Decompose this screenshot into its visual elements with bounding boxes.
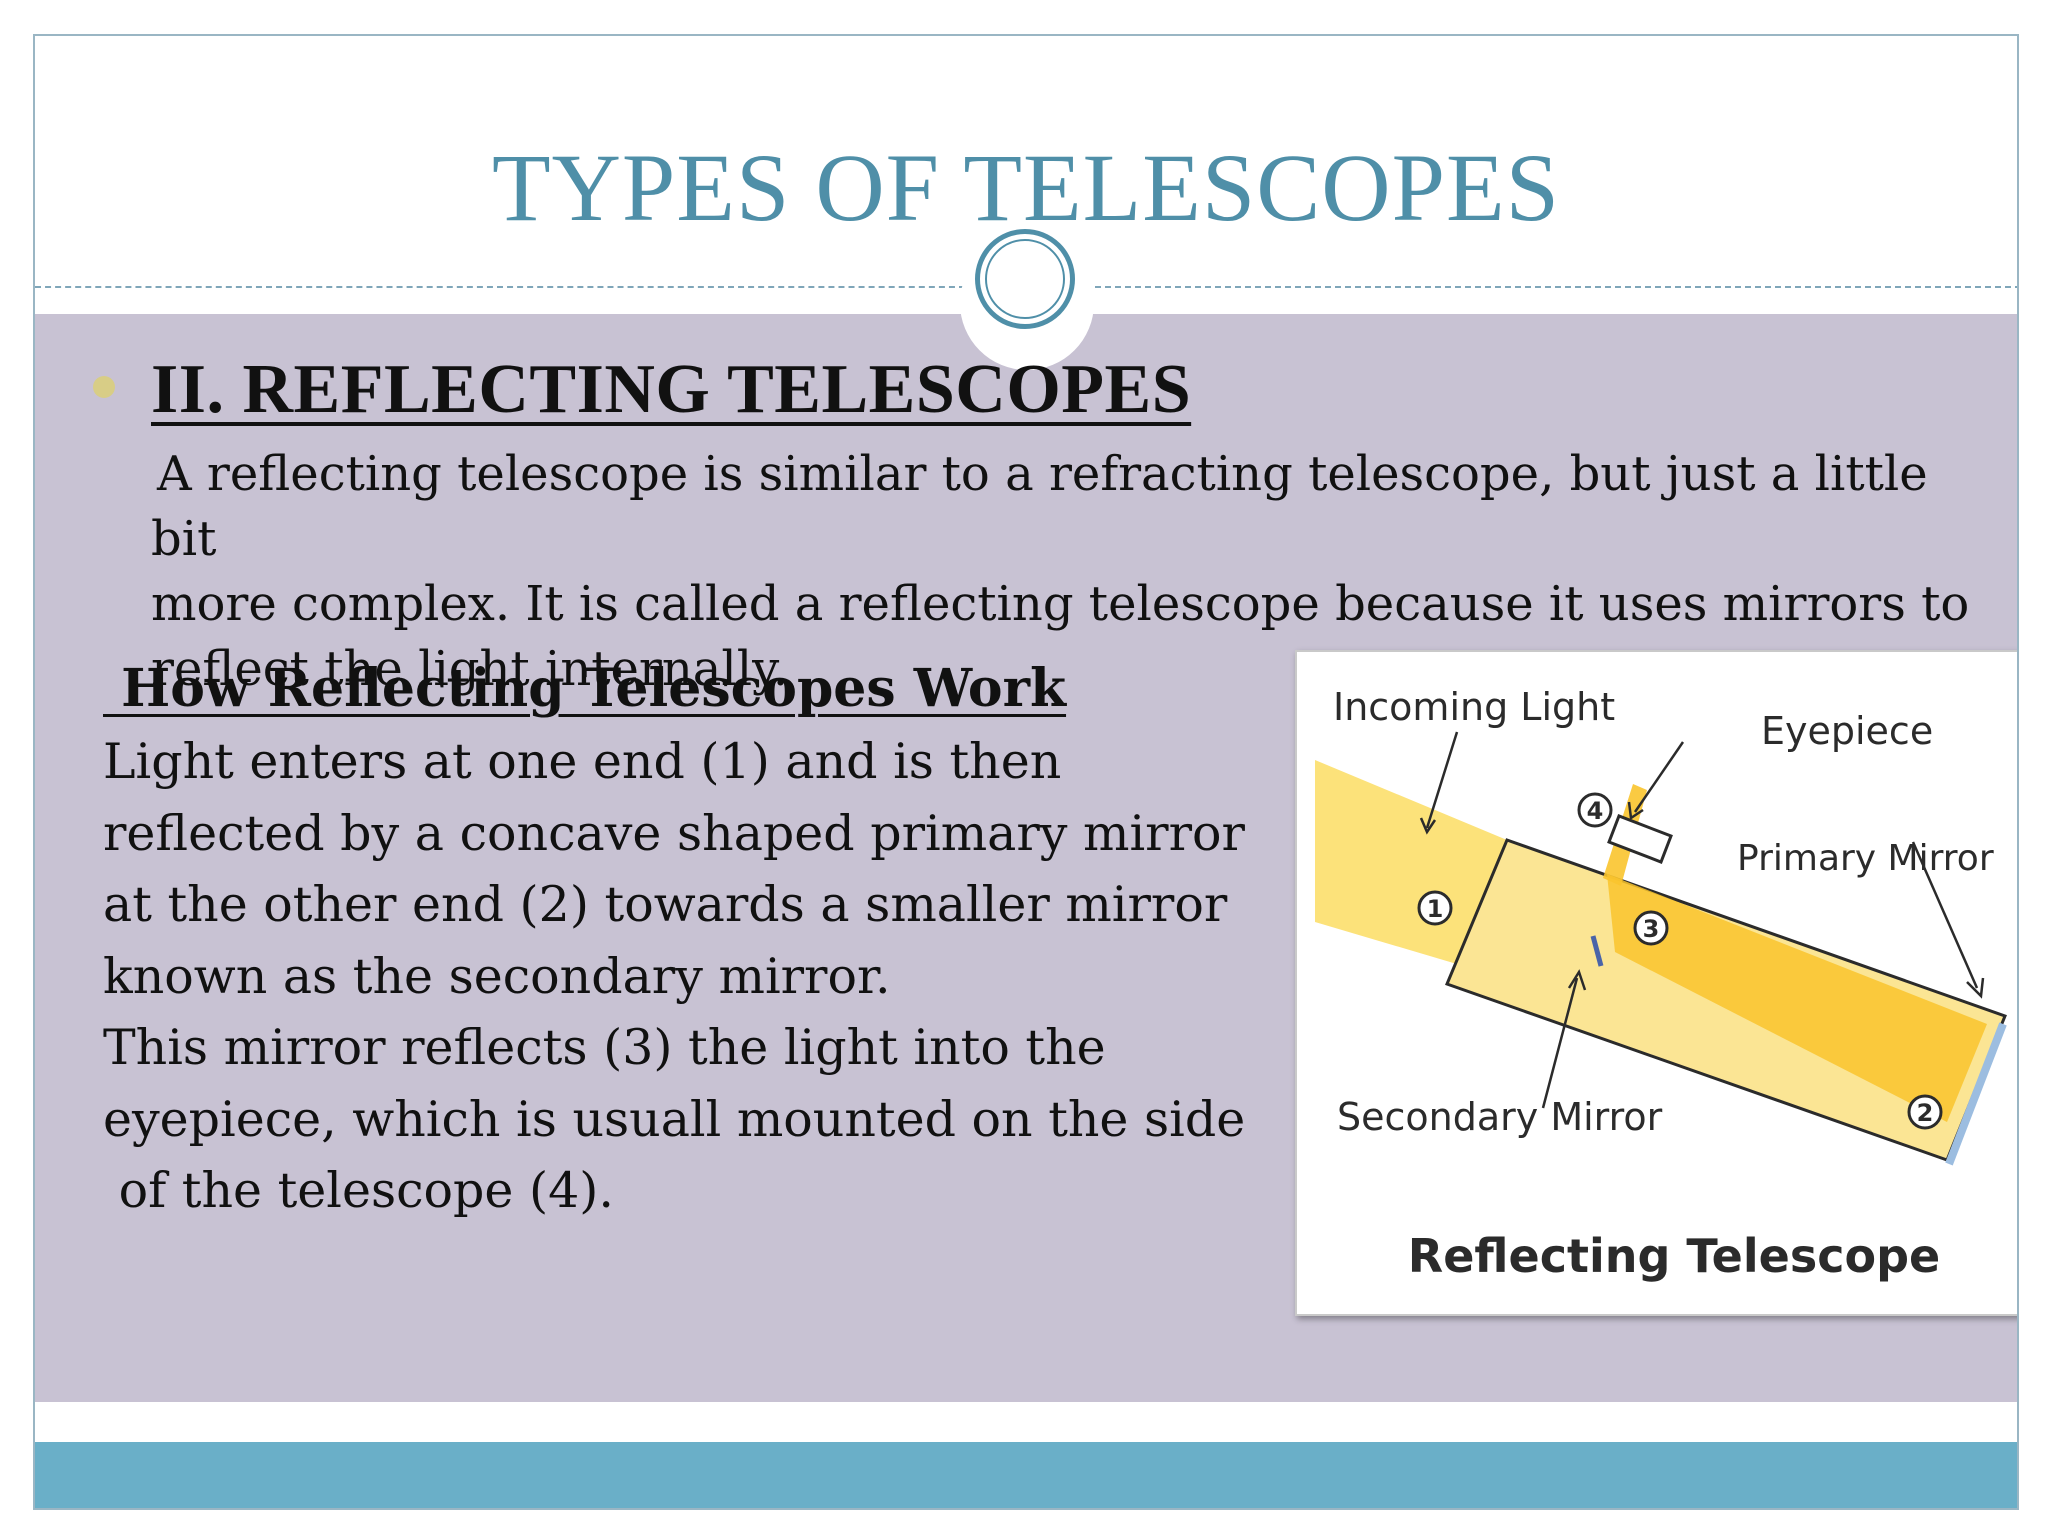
title-divider-right bbox=[1095, 286, 2017, 288]
marker-3: 3 bbox=[1633, 910, 1669, 946]
marker-3-label: 3 bbox=[1643, 915, 1660, 943]
label-arrows bbox=[1419, 731, 1985, 1109]
body-line: Light enters at one end (1) and is then bbox=[103, 733, 1062, 790]
incoming-light-beam bbox=[1315, 760, 1507, 970]
slide-title: TYPES OF TELESCOPES bbox=[491, 134, 1561, 241]
step-markers: 4 1 3 2 bbox=[1417, 792, 1943, 1130]
intro-line: A reflecting telescope is similar to a r… bbox=[151, 446, 1928, 567]
secondary-mirror-label: Secondary Mirror bbox=[1337, 1095, 1663, 1139]
section-heading: II. REFLECTING TELESCOPES bbox=[151, 351, 1192, 428]
incoming-light-label: Incoming Light bbox=[1333, 685, 1615, 729]
intro-line: more complex. It is called a reflecting … bbox=[151, 576, 1970, 632]
body-line: eyepiece, which is usuall mounted on the… bbox=[103, 1090, 1246, 1148]
primary-mirror-label: Primary Mirror bbox=[1737, 838, 1994, 879]
diagram-caption: Reflecting Telescope bbox=[1408, 1229, 1940, 1283]
marker-4-label: 4 bbox=[1587, 797, 1604, 825]
telescope-diagram-svg: 4 1 3 2 Incoming Light Eyepiece Primary … bbox=[1315, 685, 2007, 1283]
marker-1-label: 1 bbox=[1427, 895, 1444, 923]
reflected-light-cone bbox=[1607, 874, 1987, 1122]
divider-circle-ornament bbox=[975, 229, 1075, 329]
intro-line: reflect the light internally. bbox=[151, 641, 789, 697]
footer-band bbox=[35, 1442, 2017, 1508]
marker-2: 2 bbox=[1907, 1094, 1943, 1130]
primary-mirror bbox=[1945, 1022, 2007, 1166]
marker-2-label: 2 bbox=[1917, 1099, 1934, 1127]
how-it-works-body: Light enters at one end (1) and is then … bbox=[103, 726, 1283, 1227]
secondary-mirror bbox=[1590, 935, 1604, 967]
body-line: at the other end (2) towards a smaller m… bbox=[103, 876, 1228, 933]
body-line: reflected by a concave shaped primary mi… bbox=[103, 804, 1245, 862]
eyepiece-label: Eyepiece bbox=[1761, 709, 1933, 753]
title-divider-left bbox=[35, 286, 965, 288]
body-line: This mirror reflects (3) the light into … bbox=[103, 1019, 1106, 1076]
eyepiece-tube bbox=[1607, 814, 1673, 864]
body-line: known as the secondary mirror. bbox=[103, 947, 891, 1005]
reflecting-telescope-diagram: 4 1 3 2 Incoming Light Eyepiece Primary … bbox=[1295, 650, 2017, 1316]
marker-1: 1 bbox=[1417, 890, 1453, 926]
marker-4: 4 bbox=[1577, 792, 1613, 828]
how-it-works-heading: How Reflecting Telescopes Work bbox=[103, 658, 1067, 719]
body-line: of the telescope (4). bbox=[103, 1162, 614, 1219]
bullet-dot bbox=[93, 376, 115, 398]
intro-paragraph: A reflecting telescope is similar to a r… bbox=[151, 442, 1991, 702]
slide: TYPES OF TELESCOPES II. REFLECTING TELES… bbox=[33, 34, 2019, 1510]
